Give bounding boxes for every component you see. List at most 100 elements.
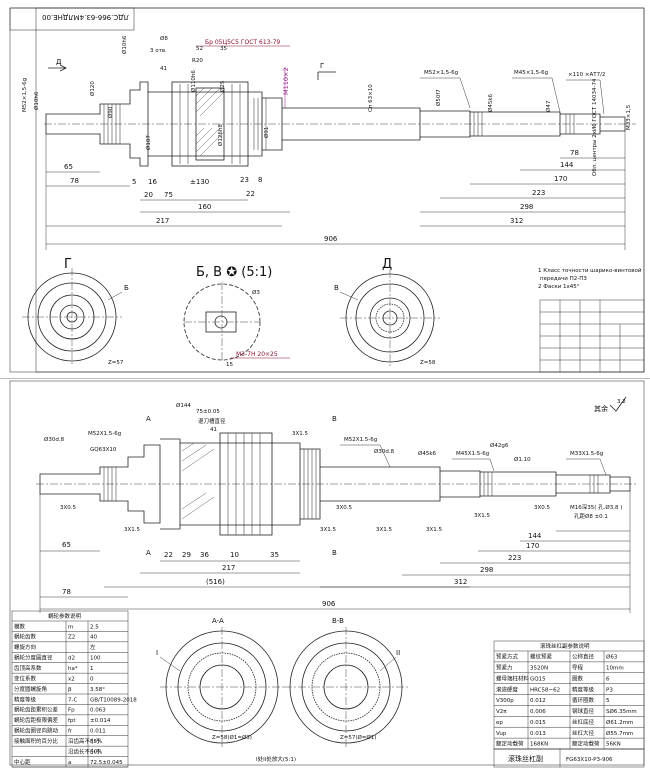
dim-41-b: 41 (210, 427, 217, 433)
param-cell: 50% (90, 749, 102, 755)
screw-cell: 循环圈数 (572, 696, 595, 704)
callout-leader-ii (379, 656, 397, 672)
dim-298-b: 298 (480, 566, 493, 574)
screw-cell: 6 (606, 676, 610, 682)
section-aa-label: A-A (212, 617, 224, 625)
screw-cell: 0.012 (530, 698, 546, 704)
dim-8: 8 (258, 176, 262, 184)
dim-d110: Ø110h6 (190, 70, 197, 92)
dim-10: 10 (230, 551, 239, 559)
section-callout-ii: II (396, 649, 400, 657)
dim-d42: Ø42g6 (490, 442, 509, 449)
roughness-symbol (609, 396, 627, 412)
dim-d45-b: Ø45k6 (418, 450, 437, 457)
param-cell: 蜗轮齿圈径向跳动 (14, 727, 59, 735)
dim-312-b: 312 (454, 578, 467, 586)
dim-41: 41 (160, 66, 167, 72)
dim-d126: Ø126h8 (217, 124, 224, 146)
param-cell: 40 (90, 635, 97, 641)
param-cell: 螺旋方向 (14, 643, 36, 651)
param-cell: 中心距 (14, 758, 31, 766)
screw-cell: 3520N (530, 666, 548, 672)
screw-cell: 公称直径 (572, 653, 595, 661)
screw-cell: 10mm (606, 666, 624, 672)
note-2: 2 Фаски 1х45° (538, 284, 580, 290)
dim-3x15-f: 3X1.5 (474, 513, 491, 519)
screw-cell: 滚道硬度 (496, 685, 519, 693)
param-cell: a (68, 760, 71, 766)
dim-m52-left: M52×1,5-6g (22, 78, 28, 112)
section-z58: Z=58 (420, 360, 436, 366)
param-cell: ha* (68, 666, 78, 672)
section-bb (284, 627, 408, 747)
bottom-drawing-svg: 其余 3.2 (9, 380, 645, 768)
param-cell: 0.063 (90, 708, 106, 714)
param-cell: 72.5±0.045 (90, 760, 123, 766)
screw-cell: 5 (606, 698, 610, 704)
dim-3x05-b: 3X0.5 (336, 505, 353, 511)
param-cell: fpt (68, 718, 76, 724)
screw-cell: 56KN (606, 742, 621, 748)
dim-groove: 退刀槽直径 (198, 417, 226, 425)
param-cell: 100 (90, 656, 101, 662)
dim-3x15-d: 3X1.5 (376, 527, 393, 533)
dim-16: 16 (148, 178, 157, 186)
screw-cell: ep (496, 720, 503, 726)
dim-d144: Ø144 (176, 402, 191, 409)
dim-78: 78 (70, 177, 79, 185)
screw-cell: 额定动载荷 (572, 740, 600, 748)
param-cell: Z2 (68, 635, 75, 641)
dim-m45-b: M45X1.5-6g (456, 451, 489, 457)
screw-cell: 精度等级 (572, 685, 595, 693)
dim-23: 23 (240, 176, 249, 184)
param-cell: 蜗轮齿距累积公差 (14, 706, 59, 714)
dim-d63: Cп 63×10 (368, 84, 374, 112)
section-label-bv: Б, В ✪ (5:1) (196, 265, 272, 280)
dim-d107: Ø107 (145, 135, 152, 150)
leader-110 (566, 79, 605, 115)
section-marker-a2: A (146, 549, 151, 557)
section-label-g: Г (64, 257, 72, 272)
dim-m52-b: M52X1.5-6g (88, 431, 121, 437)
section-view-g (22, 268, 122, 366)
detail-view-bv (183, 282, 261, 362)
dim-223-b: 223 (508, 554, 521, 562)
param-cell: 接触面积的百分比 (14, 737, 59, 745)
screw-cell: 导程 (572, 664, 584, 672)
dim-3x05-c: 3X0.5 (534, 505, 551, 511)
dim-52: 52 (196, 46, 203, 52)
dim-d120: Ø120 (89, 81, 96, 96)
param-cell: 左 (90, 643, 96, 651)
dim-298: 298 (520, 203, 533, 211)
dim-35: 35 (220, 46, 227, 52)
section-callout-i: I (156, 649, 158, 657)
dim-m16: M16深35( 孔.Ø3.8 ) (570, 503, 622, 511)
dim-m52-right-b: M52X1.5-6g (344, 437, 377, 443)
detail-d3: Ø3 (252, 289, 260, 296)
leader-m45 (512, 77, 561, 113)
section-callout-b: Б (124, 284, 129, 292)
param-cell: GB/T10089-2018 (90, 697, 137, 703)
param-cell: d2 (68, 656, 75, 662)
screw-cell: 0.015 (530, 720, 546, 726)
screw-cell: 0.013 (530, 731, 546, 737)
screw-cell: P3 (606, 687, 613, 693)
code-stamp-box (9, 7, 135, 31)
standard-note: Бр 05Ц5С5 ГОСТ 613-79 (205, 39, 280, 46)
title-name: 滚珠丝杠副 (508, 754, 543, 763)
param-cell: 3.58° (90, 687, 105, 693)
note-1: 1 Класс точности шарико-винтовой (538, 267, 642, 274)
section-label-dd: Д (382, 257, 392, 272)
bottom-drawing-sheet: 其余 3.2 (0, 379, 650, 768)
leader-m45-b (452, 458, 495, 472)
screw-cell: 螺纹预紧 (530, 653, 553, 661)
code-rotated: ЛДС.966-63.4МЛДНЕ.00 (42, 13, 129, 21)
dim-m52-right: M52×1,5-6g (424, 70, 458, 76)
dim-516: (516) (206, 578, 225, 586)
dim-d90: Ø90 (107, 106, 114, 118)
dim-36: 36 (200, 551, 209, 559)
view-arrow-g (317, 71, 336, 80)
dim-m33-b: M33X1.5-6g (570, 451, 603, 457)
dim-3x15-top: 3X1.5 (292, 431, 309, 437)
